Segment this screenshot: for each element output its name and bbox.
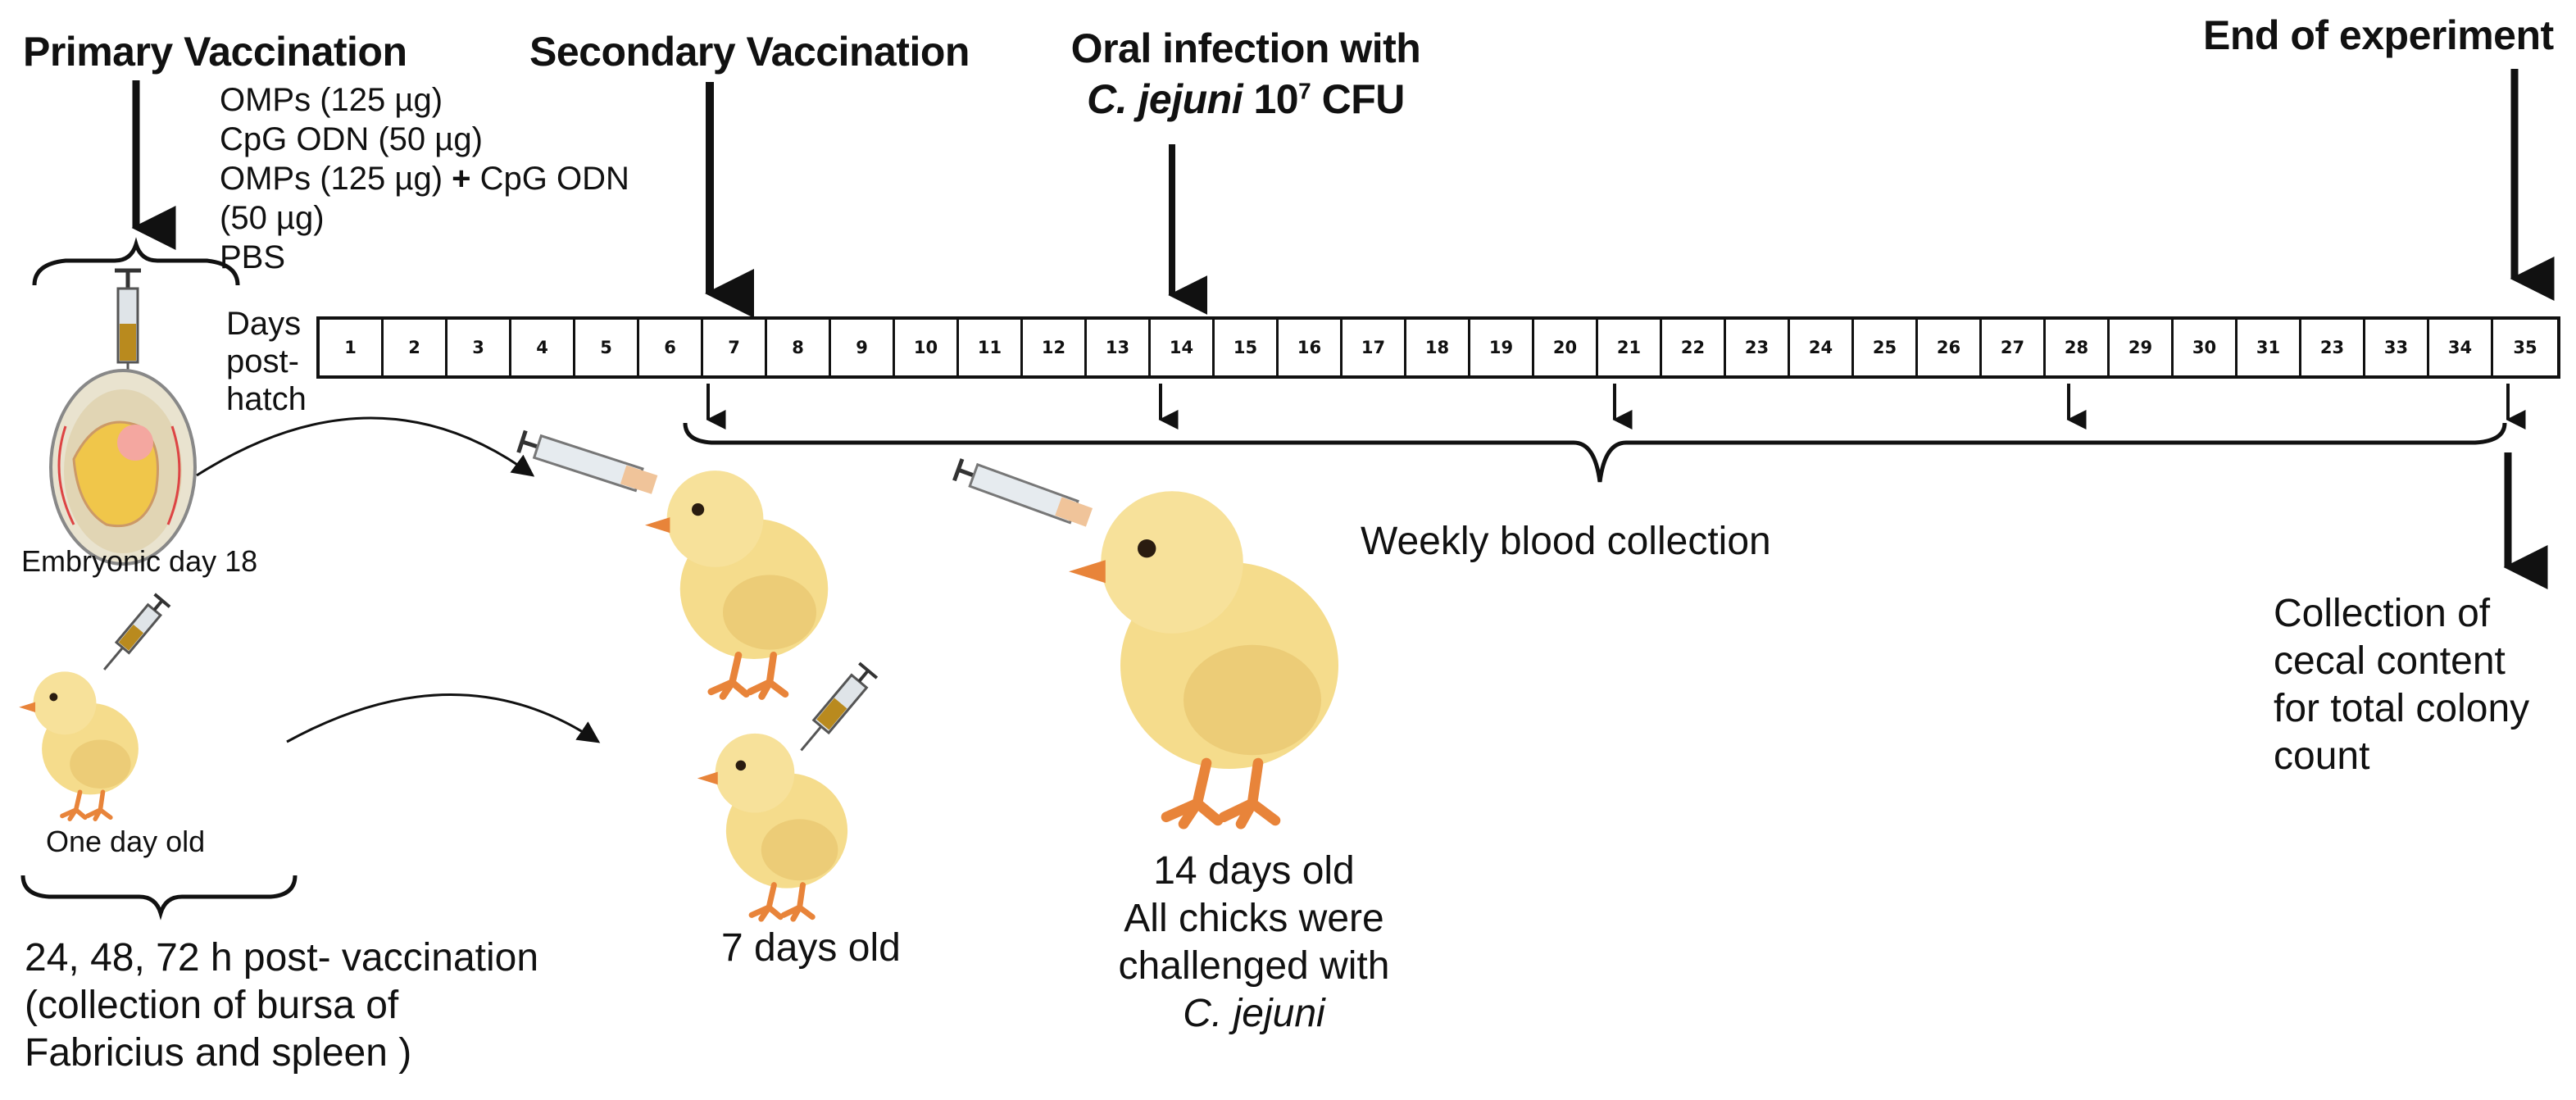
day-cell: 21 [1598,320,1662,375]
day-cell: 18 [1406,320,1470,375]
days-label-line3: hatch [226,381,307,417]
day-cell: 26 [1918,320,1982,375]
treatment-combo: OMPs (125 µg) + CpG ODN [220,159,629,198]
post-vaccination-line1: 24, 48, 72 h post- vaccination [25,936,539,980]
day-cell: 7 [703,320,767,375]
cecal-line2: cecal content [2274,639,2506,683]
oral-infection-unit: CFU [1311,76,1406,122]
cecal-line3: for total colony [2274,687,2530,730]
fourteen-days-note: 14 days old All chicks were challenged w… [1057,848,1451,1038]
day-cell: 15 [1215,320,1279,375]
day-cell: 10 [895,320,959,375]
fourteen-days-line1: 14 days old [1153,849,1355,893]
embryonic-day-label: Embryonic day 18 [21,544,258,578]
one-day-old-chick-icon [19,671,139,819]
post-vaccination-line3: Fabricius and spleen ) [25,1031,412,1075]
one-day-old-label: One day old [46,825,206,858]
treatment-combo-dose: (50 µg) [220,200,325,236]
oral-syringe-14day [952,458,1093,527]
treatment-combo-omps: OMPs (125 µg) [220,161,452,197]
day-cell: 3 [448,320,511,375]
oral-syringe-7day [516,430,658,494]
end-of-experiment-heading: End of experiment [2203,12,2554,58]
day-cell: 9 [831,320,895,375]
day-cell: 2 [384,320,448,375]
cecal-line1: Collection of [2274,592,2491,635]
treatment-combo-cpg: CpG ODN [470,161,629,197]
day-cell: 20 [1534,320,1598,375]
post-vaccination-line2: (collection of bursa of [25,984,399,1027]
egg-syringe [115,268,141,400]
day-cell: 35 [2513,338,2537,357]
day-cell: 19 [1470,320,1534,375]
cecal-line4: count [2274,734,2370,778]
chick-syringe-small [103,593,171,670]
days-post-hatch-label: Days post- hatch [226,305,307,418]
day-cell: 30 [2174,320,2238,375]
fourteen-days-line3: challenged with [1118,944,1390,988]
seven-days-old-label: 7 days old [721,926,901,970]
chick-syringe-7day [800,661,879,752]
day-cell: 4 [511,320,575,375]
day-cell: 22 [1662,320,1726,375]
days-label-line1: Days [226,306,302,342]
oral-infection-line2: C. jejuni 107 CFU [1057,75,1434,123]
days-label-line2: post- [226,343,299,380]
oral-infection-pathogen: C. jejuni [1087,76,1243,122]
day-cell: 11 [959,320,1023,375]
day-cell: 8 [767,320,831,375]
day-cell: 12 [1023,320,1087,375]
day-cell: 14 [1151,320,1215,375]
egg-embryo-icon [49,369,197,566]
treatment-omps: OMPs (125 µg) [220,82,443,118]
day-cell: 28 [2046,320,2110,375]
weekly-blood-brace [683,422,2507,483]
day-cell: 5 [575,320,639,375]
day-cell: 23 [2301,320,2365,375]
day-cell: 31 [2238,320,2301,375]
day-cell: 24 [1790,320,1854,375]
day-cell: 23 [1726,320,1790,375]
fourteen-day-chick-icon [1069,491,1338,824]
fourteen-days-line4: C. jejuni [1183,992,1325,1035]
day-cell: 33 [2365,320,2429,375]
fourteen-days-line2: All chicks were [1124,897,1384,940]
day-cell: 13 [1087,320,1151,375]
plus-sign: + [452,161,471,197]
primary-vaccination-heading: Primary Vaccination [23,29,407,75]
curved-arrow-egg-to-7day [196,416,535,477]
day-cell: 16 [1279,320,1343,375]
day-cell: 27 [1982,320,2046,375]
oral-infection-dose: 10 [1243,76,1299,122]
oral-infection-heading: Oral infection with C. jejuni 107 CFU [1057,25,1434,123]
day-cell: 17 [1343,320,1406,375]
seven-day-chick-injected-icon [697,734,847,919]
cecal-collection-note: Collection of cecal content for total co… [2274,590,2529,780]
oral-infection-line1: Oral infection with [1070,25,1421,71]
primary-brace [32,237,240,286]
secondary-vaccination-heading: Secondary Vaccination [529,29,970,75]
oral-infection-exponent: 7 [1298,78,1311,104]
treatment-list: OMPs (125 µg) CpG ODN (50 µg) OMPs (125 … [220,80,629,277]
day-cell: 1 [320,320,384,375]
seven-day-chick-oral-icon [645,470,828,697]
day-cell: 6 [639,320,703,375]
treatment-cpg: CpG ODN (50 µg) [220,121,483,157]
post-vaccination-note: 24, 48, 72 h post- vaccination (collecti… [25,934,538,1077]
post-vaccination-brace [20,875,298,920]
weekly-blood-label: Weekly blood collection [1361,520,1771,563]
curved-arrow-chick-to-7day [286,693,601,743]
day-cell: 25 [1854,320,1918,375]
day-cell: 34 [2429,320,2493,375]
day-cell: 29 [2110,320,2174,375]
